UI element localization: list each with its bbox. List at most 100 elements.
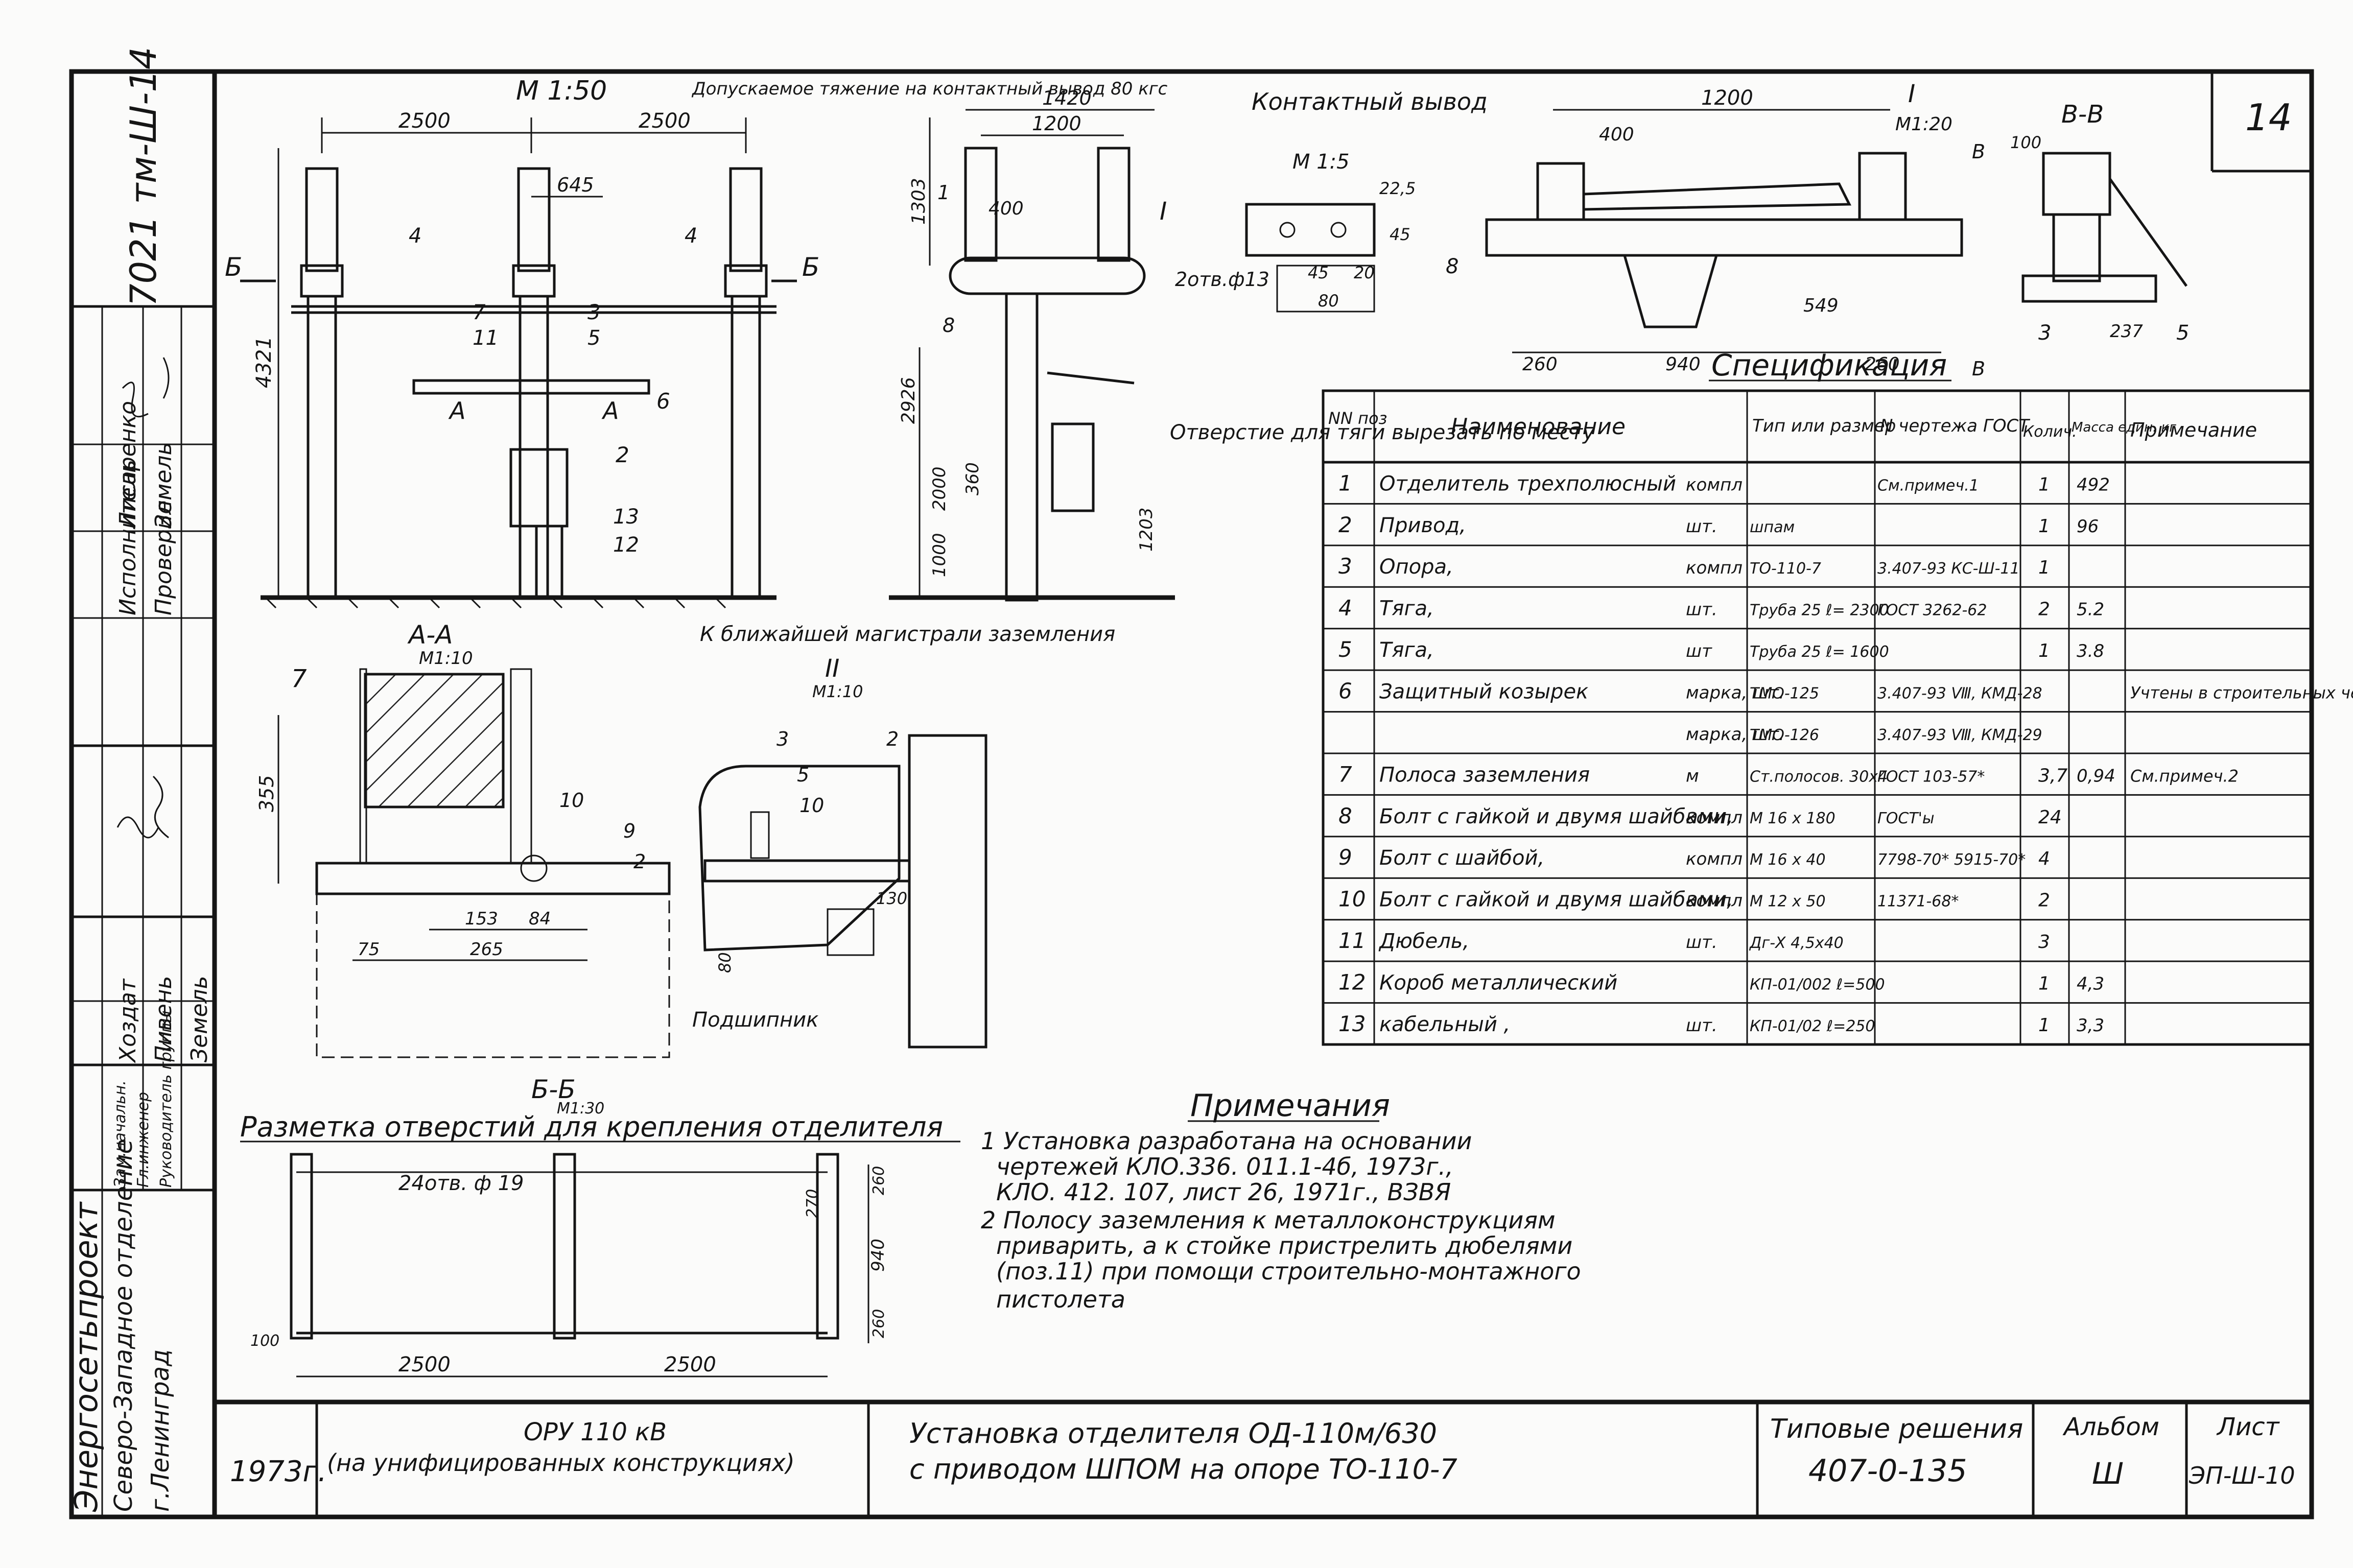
section-aa-dim-84: 84 <box>529 909 551 929</box>
spec-cell-gost: 3.407-93 Ⅷ, КМД-29 <box>1877 726 2042 744</box>
spec-cell-name: Полоса заземления <box>1379 763 1590 787</box>
stamp-dept: Северо-Западное отделение <box>109 1139 138 1512</box>
note-line-4: 2 Полосу заземления к металлоконструкция… <box>981 1206 1556 1234</box>
contact-dim-45-v: 45 <box>1390 225 1410 244</box>
stamp-role-2: Проверил <box>151 500 177 615</box>
title-year: 1973г. <box>230 1455 327 1488</box>
spec-col-type: Тип или размер <box>1752 416 1896 436</box>
spec-cell-gost: ГОСТ'ы <box>1877 810 1935 827</box>
spec-cell-gost: 7798-70* 5915-70* <box>1877 851 2026 869</box>
title-line-1: Установка отделителя ОД-110м/630 <box>909 1417 1437 1450</box>
spec-cell-pos: 3 <box>1338 554 1352 579</box>
spec-cell-unit: шт. <box>1686 932 1717 953</box>
spec-cell-type: ТМО-126 <box>1750 726 1819 744</box>
detail-i-scale: М1:20 <box>1895 114 1952 135</box>
title-sheet-label: Лист <box>2216 1413 2280 1441</box>
section-aa-pos-2: 2 <box>633 850 646 873</box>
note-line-2: чертежей КЛО.336. 011.1-4б, 1973г., <box>996 1153 1453 1180</box>
spec-cell-pos: 6 <box>1338 679 1352 704</box>
pos-3: 3 <box>587 301 600 324</box>
front-view-scale: М 1:50 <box>516 76 607 106</box>
spec-cell-type: М 16 х 180 <box>1750 810 1836 827</box>
section-bb-dim-260-bottom: 260 <box>870 1309 888 1338</box>
detail-i-dim-1200: 1200 <box>1701 86 1753 110</box>
dim-1000: 1000 <box>929 533 950 577</box>
spec-cell-qty: 3 <box>2038 932 2050 953</box>
spec-cell-qty: 1 <box>2038 640 2050 661</box>
spec-cell-name: Тяга, <box>1379 597 1434 621</box>
dim-4321: 4321 <box>252 336 276 388</box>
spec-header: NN поз Наименование Тип или размер N чер… <box>1328 409 2257 441</box>
spec-cell-name: Отделитель трехполюсный <box>1379 472 1676 495</box>
pos-7: 7 <box>473 301 486 324</box>
spec-cell-unit: марка, шт. <box>1686 683 1784 703</box>
dim-1303: 1303 <box>908 178 929 225</box>
section-bb-scale: М1:30 <box>557 1100 604 1118</box>
spec-cell-mass: 3,3 <box>2077 1015 2104 1036</box>
section-bb-dim-2500-right: 2500 <box>664 1353 716 1376</box>
contact-title: Контактный вывод <box>1252 88 1488 115</box>
detail-i-dim-940: 940 <box>1665 354 1701 375</box>
spec-cell-qty: 3,7 <box>2038 765 2067 786</box>
detail-ii-pos-10: 10 <box>799 794 824 817</box>
spec-cell-name: Короб металлический <box>1379 971 1617 995</box>
side-pos-8: 8 <box>943 314 955 337</box>
stamp-org: Энергосетьпроект <box>67 1201 105 1512</box>
side-pos-1: 1 <box>937 181 950 204</box>
spec-cell-name: Болт с гайкой и двумя шайбами, <box>1379 888 1733 912</box>
note-line-5: приварить, а к стойке пристрелить дюбеля… <box>996 1232 1572 1260</box>
title-block: 1973г. ОРУ 110 кВ (на унифицированных ко… <box>215 1399 2312 1517</box>
side-view: Допускаемое тяжение на контактный вывод … <box>691 79 1595 646</box>
note-line-6: (поз.11) при помощи строительно-монтажно… <box>996 1257 1581 1285</box>
notes-title: Примечания <box>1190 1088 1390 1124</box>
dim-2926: 2926 <box>898 377 919 424</box>
note-line-1: 1 Установка разработана на основании <box>981 1127 1472 1155</box>
section-aa-title: А-А <box>407 620 453 650</box>
tension-note: Допускаемое тяжение на контактный вывод … <box>691 79 1168 99</box>
section-bb-title: Б-Б <box>531 1075 576 1104</box>
dim-2500-left: 2500 <box>398 109 451 133</box>
pos-4-right: 4 <box>685 224 697 248</box>
spec-cell-type: Дг-Ⅹ 4,5х40 <box>1749 934 1844 952</box>
spec-cell-mass: 492 <box>2077 474 2110 495</box>
contact-holes: 2отв.ф13 <box>1175 268 1269 291</box>
contact-output-detail: Контактный вывод М 1:5 22,5 45 45 20 80 … <box>1175 88 1488 313</box>
section-bb-dim-940: 940 <box>868 1239 888 1272</box>
spec-cell-type: Ст.полосов. 30х4 <box>1750 768 1888 786</box>
title-series-label: Типовые решения <box>1770 1414 2023 1444</box>
detail-ii-pos-5: 5 <box>797 764 809 786</box>
section-bb-dim-270: 270 <box>804 1189 821 1218</box>
spec-cell-pos: 10 <box>1338 887 1366 912</box>
spec-cell-qty: 1 <box>2038 516 2050 537</box>
spec-title: Спецификация <box>1711 348 1947 383</box>
stamp-name-2: Земель <box>151 442 177 529</box>
section-bb: Б-Б М1:30 Разметка отверстий для креплен… <box>240 1075 960 1377</box>
section-vv: В-В 100 237 3 5 <box>2010 100 2189 345</box>
spec-cell-pos: 7 <box>1338 762 1352 787</box>
section-aa-pos-7: 7 <box>291 664 307 693</box>
spec-cell-type: М 16 х 40 <box>1750 851 1826 869</box>
spec-cell-gost: 11371-68* <box>1877 893 1959 911</box>
stamp-name-3: Пивень <box>151 976 177 1062</box>
spec-cell-name: Болт с гайкой и двумя шайбами, <box>1379 805 1733 828</box>
detail-i-dim-260-left: 260 <box>1522 354 1558 375</box>
spec-cell-name: Опора, <box>1379 555 1453 579</box>
section-aa: А-А М1:10 355 153 84 75 265 7 10 9 2 <box>255 620 671 1058</box>
section-mark-a-left: А <box>448 397 465 424</box>
section-mark-a-right: А <box>601 397 619 424</box>
section-aa-dim-153: 153 <box>465 909 498 929</box>
title-object-sub: (на унифицированных конструкциях) <box>327 1449 795 1477</box>
spec-cell-name: Болт с шайбой, <box>1379 846 1544 870</box>
spec-cell-pos: 9 <box>1338 845 1352 870</box>
detail-ii-pos-2: 2 <box>886 728 899 750</box>
detail-i-section-b-top: В <box>1972 140 1985 163</box>
spec-cell-type: шпам <box>1750 518 1795 536</box>
title-series: 407-0-135 <box>1808 1453 1967 1489</box>
detail-i-dim-260-right: 260 <box>1865 354 1900 375</box>
dim-2500-right: 2500 <box>639 109 691 133</box>
spec-cell-type: Труба 25 ℓ= 2300 <box>1750 602 1889 620</box>
pos-13: 13 <box>613 505 639 529</box>
detail-ii-dim-80: 80 <box>715 952 735 973</box>
